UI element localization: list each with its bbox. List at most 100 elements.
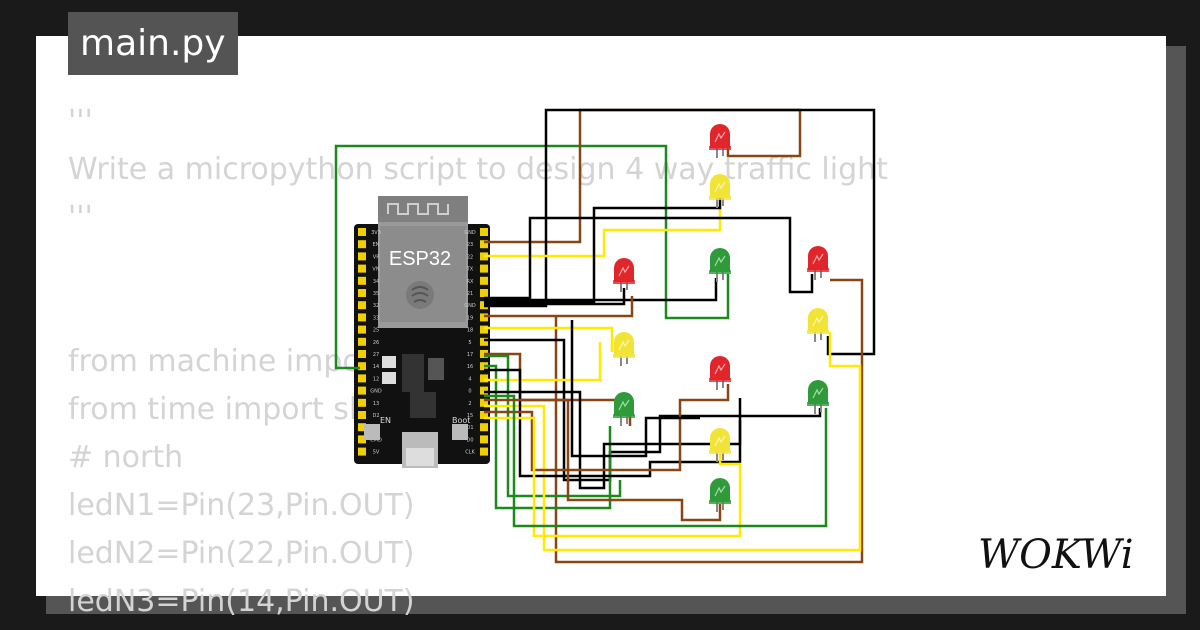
led-s-yellow[interactable] bbox=[709, 428, 731, 462]
left-pin-label: 33 bbox=[373, 315, 379, 321]
right-pin[interactable] bbox=[480, 276, 488, 285]
right-pin-label: 5 bbox=[468, 340, 471, 346]
left-pin-label: VN bbox=[372, 267, 379, 273]
led-s-green[interactable] bbox=[709, 478, 731, 512]
right-pin[interactable] bbox=[480, 313, 488, 322]
led-w-green[interactable] bbox=[613, 392, 635, 426]
left-pin[interactable] bbox=[358, 228, 366, 236]
boot-label: Boot bbox=[452, 416, 470, 425]
right-pin-label: RX bbox=[467, 279, 474, 285]
right-pin[interactable] bbox=[480, 289, 488, 297]
left-pin-label: 27 bbox=[373, 352, 379, 358]
wires bbox=[334, 108, 876, 564]
left-pin[interactable] bbox=[358, 362, 366, 371]
right-pin[interactable] bbox=[480, 228, 488, 236]
right-pin-label: 21 bbox=[467, 291, 473, 297]
chip-label: ESP32 bbox=[389, 248, 451, 270]
left-pin[interactable] bbox=[358, 289, 366, 297]
right-pin-label: GND bbox=[464, 303, 476, 309]
code-line: ''' bbox=[68, 200, 93, 235]
right-pin-label: TX bbox=[466, 267, 474, 273]
right-pin-label: 19 bbox=[467, 315, 473, 321]
left-pin-label: D2 bbox=[372, 413, 379, 419]
left-pin[interactable] bbox=[358, 411, 366, 419]
code-line: ledN3=Pin(14,Pin.OUT) bbox=[68, 584, 415, 619]
right-pin-label: 16 bbox=[467, 364, 473, 370]
left-pin[interactable] bbox=[358, 252, 366, 261]
right-pin-label: D1 bbox=[466, 425, 473, 431]
right-pin[interactable] bbox=[480, 240, 488, 249]
left-pin[interactable] bbox=[358, 374, 366, 383]
right-pin[interactable] bbox=[480, 337, 488, 346]
led-n-yellow[interactable] bbox=[709, 174, 731, 208]
wokwi-logo: WOKWi bbox=[978, 532, 1134, 578]
led-e-green[interactable] bbox=[807, 380, 829, 414]
right-pin[interactable] bbox=[480, 435, 488, 444]
code-line: ledN2=Pin(22,Pin.OUT) bbox=[68, 536, 415, 571]
left-pin-label: 3V3 bbox=[371, 230, 381, 236]
left-pin[interactable] bbox=[358, 325, 366, 334]
left-pin-label: 14 bbox=[373, 364, 379, 370]
right-pin-label: 15 bbox=[467, 413, 473, 419]
left-pin-label: 13 bbox=[373, 401, 379, 407]
right-pin-label: 4 bbox=[468, 376, 471, 382]
right-pin-label: GND bbox=[464, 230, 476, 236]
led-w-red[interactable] bbox=[613, 258, 635, 292]
left-pin-label: 26 bbox=[373, 340, 379, 346]
code-line: ''' bbox=[68, 104, 93, 139]
left-pin[interactable] bbox=[358, 301, 366, 310]
right-pin-label: 0 bbox=[468, 389, 471, 395]
led-n-red[interactable] bbox=[709, 124, 731, 158]
left-pin[interactable] bbox=[358, 264, 366, 273]
left-pin-label: CMD bbox=[370, 437, 382, 443]
right-pin[interactable] bbox=[480, 264, 488, 273]
code-line: # north bbox=[68, 440, 184, 475]
left-pin[interactable] bbox=[358, 337, 366, 346]
led-w-yellow[interactable] bbox=[613, 332, 635, 366]
right-pin-label: CLK bbox=[465, 450, 475, 456]
right-pin[interactable] bbox=[480, 423, 488, 432]
led-group bbox=[613, 124, 829, 512]
left-pin[interactable] bbox=[358, 447, 366, 456]
left-pin-label: GND bbox=[370, 389, 382, 395]
led-n-green[interactable] bbox=[709, 248, 731, 282]
left-pin-label: EN bbox=[373, 242, 380, 248]
left-pin-label: 25 bbox=[373, 328, 379, 334]
left-pin[interactable] bbox=[358, 350, 366, 358]
right-pin-label: 22 bbox=[467, 254, 473, 260]
right-pin[interactable] bbox=[480, 411, 488, 419]
left-pin[interactable] bbox=[358, 313, 366, 322]
code-line: Write a micropython script to design 4 w… bbox=[68, 152, 888, 187]
left-pin[interactable] bbox=[358, 423, 366, 432]
left-pin[interactable] bbox=[358, 398, 366, 407]
led-e-yellow[interactable] bbox=[807, 308, 829, 342]
right-pin[interactable] bbox=[480, 447, 488, 456]
right-pin[interactable] bbox=[480, 325, 488, 334]
esp32-board[interactable]: ESP32 3V3ENVPVN343532332526271412GND13D2… bbox=[354, 196, 490, 468]
file-tab-label: main.py bbox=[80, 23, 226, 64]
right-pin[interactable] bbox=[480, 374, 488, 383]
left-pin-label: VP bbox=[373, 254, 379, 260]
led-e-red[interactable] bbox=[807, 246, 829, 280]
left-pin[interactable] bbox=[358, 276, 366, 285]
left-pin[interactable] bbox=[358, 435, 366, 444]
right-pin[interactable] bbox=[480, 398, 488, 407]
right-pin-label: 2 bbox=[468, 401, 471, 407]
logo-text: WOKWi bbox=[978, 532, 1134, 578]
left-pin[interactable] bbox=[358, 240, 366, 249]
file-tab[interactable]: main.py bbox=[68, 12, 238, 75]
right-pin[interactable] bbox=[480, 386, 488, 395]
led-s-red[interactable] bbox=[709, 356, 731, 390]
right-pin-label: 23 bbox=[467, 242, 473, 248]
right-pin-label: 18 bbox=[467, 328, 473, 334]
right-pin-label: D0 bbox=[466, 437, 473, 443]
left-pin-label: 34 bbox=[373, 279, 379, 285]
left-pin-label: 35 bbox=[373, 291, 379, 297]
en-label: EN bbox=[380, 416, 391, 425]
left-pin-label: 32 bbox=[373, 303, 379, 309]
left-pin-label: 12 bbox=[373, 376, 379, 382]
left-pin[interactable] bbox=[358, 386, 366, 395]
left-pin-label: 5V bbox=[373, 450, 380, 456]
code-line: ledN1=Pin(23,Pin.OUT) bbox=[68, 488, 415, 523]
